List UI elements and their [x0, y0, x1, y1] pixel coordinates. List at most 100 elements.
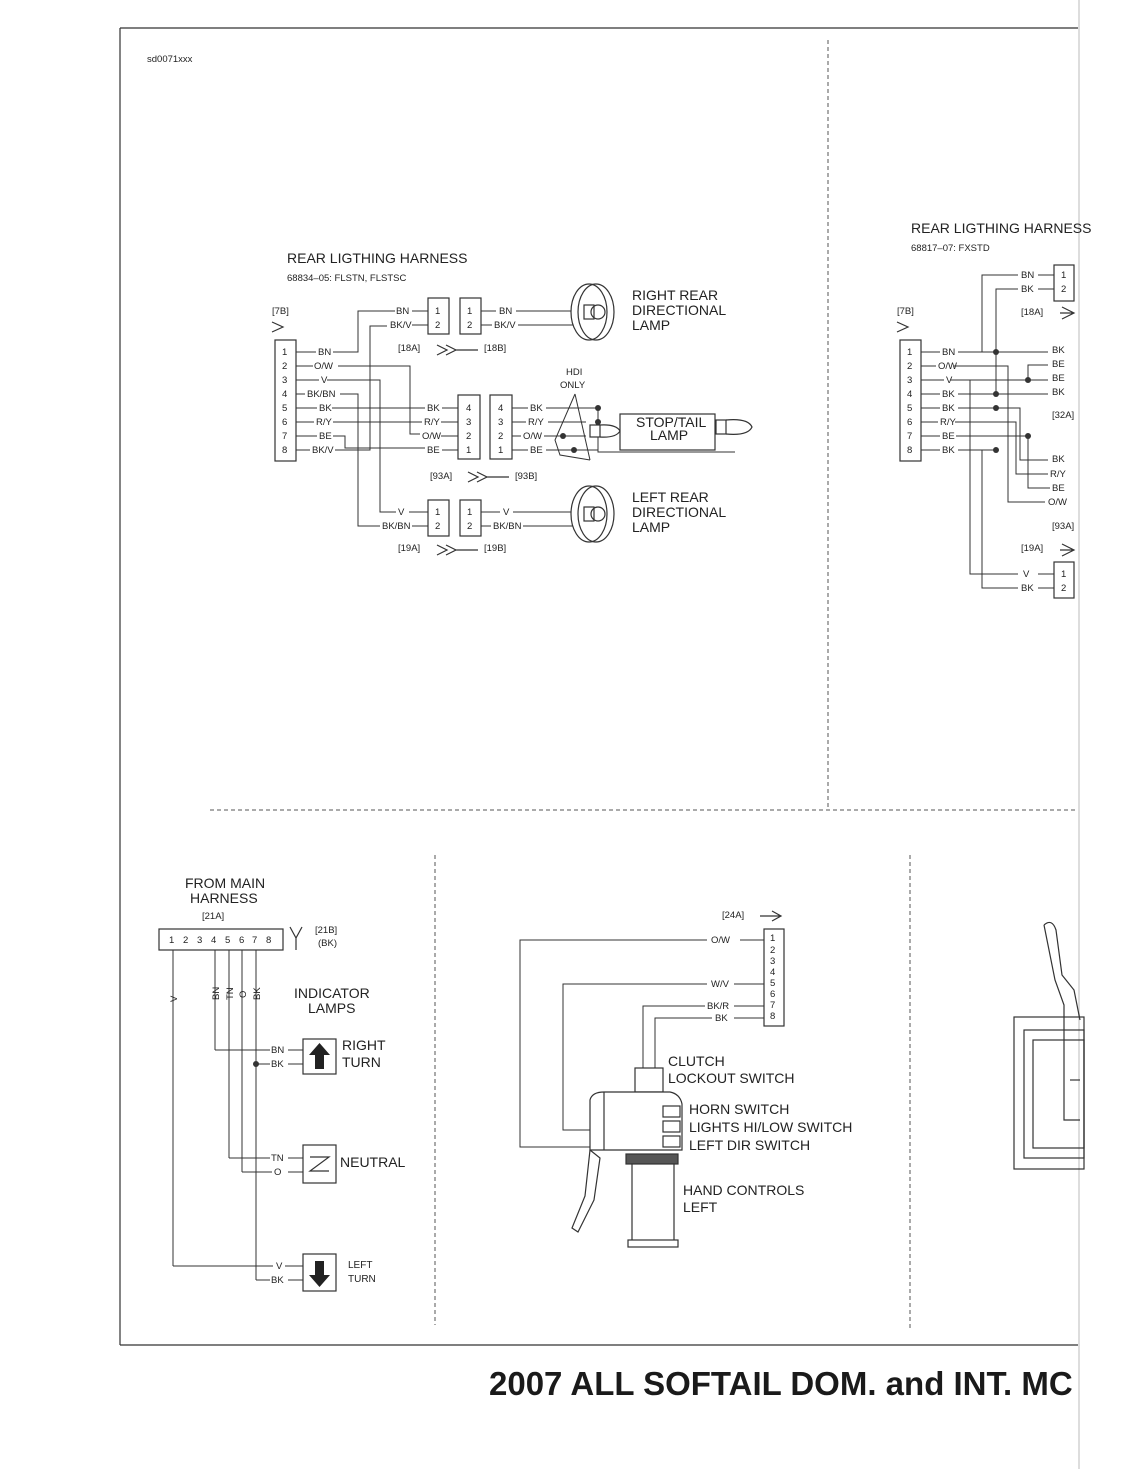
left-rear-directional-lamp	[570, 485, 615, 543]
wire-v-left-dir	[327, 379, 396, 513]
wire-color-label: BK	[1021, 583, 1034, 594]
connector-19a	[427, 499, 450, 537]
connector-7b-symbol	[271, 321, 285, 333]
mating-arrow-93	[467, 471, 509, 483]
indicator-lamps-label: INDICATOR	[294, 985, 370, 1001]
wire-color-label: R/Y	[528, 417, 545, 428]
connector-18a-fxstd	[1053, 264, 1075, 302]
splice-dot	[571, 447, 577, 453]
wire-color-label: BK	[942, 445, 955, 456]
hdi-label: ONLY	[560, 380, 586, 391]
connector-19b-label: [19B]	[484, 543, 506, 554]
pin-label: 1	[282, 347, 287, 358]
splice-dot	[993, 349, 999, 355]
splice-dot	[253, 1061, 259, 1067]
connector-24a	[763, 928, 785, 1027]
section-fxstd-harness: REAR LIGTHING HARNESS 68817–07: FXSTD [7…	[896, 220, 1091, 599]
pin-label: 8	[770, 1011, 775, 1022]
footer-title: 2007 ALL SOFTAIL DOM. and INT. MC	[489, 1365, 1073, 1402]
connector-93a-label: [93A]	[430, 471, 452, 482]
connector-93a	[457, 394, 481, 460]
wire-color-label: R/Y	[940, 417, 957, 428]
pin-label: 1	[770, 933, 775, 944]
splice-dot	[560, 433, 566, 439]
pin-label: 4	[282, 389, 287, 400]
wire-color-label: BN	[396, 306, 409, 317]
hdi-label: HDI	[566, 367, 582, 378]
pin-label: 4	[211, 935, 216, 946]
wire-color-label: V	[1023, 569, 1030, 580]
wire-color-label: BK/BN	[382, 521, 411, 532]
connector-93b-label: [93B]	[515, 471, 537, 482]
pin-label: 2	[498, 431, 503, 442]
connector-19a-fxstd	[1053, 561, 1075, 599]
pin-label: 1	[498, 445, 503, 456]
mating-arrow-19	[436, 544, 478, 556]
indicator-lamps-label: LAMPS	[308, 1000, 355, 1016]
connector-19a-label: [19A]	[1021, 543, 1043, 554]
pin-label: 1	[907, 347, 912, 358]
left-dir-switch-label: LEFT DIR SWITCH	[689, 1137, 810, 1153]
wire-fx-bn	[958, 274, 1018, 353]
pin-label: 5	[907, 403, 912, 414]
wire-fx-ry	[955, 421, 1048, 475]
connector-19b	[459, 499, 482, 537]
left-rear-lamp-label: DIRECTIONAL	[632, 504, 726, 520]
wire-color-label: BK/V	[494, 320, 516, 331]
clutch-switch-label: LOCKOUT SWITCH	[668, 1070, 795, 1086]
pin-label: 3	[282, 375, 287, 386]
connector-93b	[489, 394, 513, 460]
harness-part-fxstd: 68817–07: FXSTD	[911, 243, 990, 254]
wire-color-label: V	[169, 995, 180, 1002]
wire-color-label: V	[398, 507, 405, 518]
stop-tail-bulb-icon	[715, 419, 753, 435]
pin-label: 2	[466, 431, 471, 442]
pin-label: 3	[770, 956, 775, 967]
connector-7b-label: [7B]	[897, 306, 914, 317]
right-rear-lamp-label: LAMP	[632, 317, 670, 333]
wire-color-label: O/W	[314, 361, 333, 372]
wire-color-label: V	[321, 375, 328, 386]
clutch-switch-label: CLUTCH	[668, 1053, 725, 1069]
left-turn-label: TURN	[348, 1274, 376, 1285]
pin-label: 4	[498, 403, 503, 414]
wire-bn-right-dir	[333, 310, 395, 353]
pin-label: 1	[1061, 569, 1066, 580]
wire-fx-bk	[958, 407, 1048, 461]
pin-label: 6	[282, 417, 287, 428]
wire-color-label: BE	[530, 445, 543, 456]
wire-color-label: R/Y	[424, 417, 441, 428]
connector-21b-label: [21B]	[315, 925, 337, 936]
wire-color-label: O	[238, 991, 249, 998]
connector-32a-label: [32A]	[1052, 410, 1074, 421]
section-hand-controls: [24A] 1 2 3 4 5 6 7 8 O/W W/V BK/R BK	[519, 910, 852, 1248]
pin-label: 8	[282, 445, 287, 456]
pin-label: 8	[266, 935, 271, 946]
pin-label: 5	[225, 935, 230, 946]
wire-color-label: TN	[271, 1153, 284, 1164]
connector-24a-arrow	[760, 910, 783, 922]
wire-hc-bkr	[642, 1005, 705, 1068]
harness-title-flstn: REAR LIGTHING HARNESS	[287, 250, 467, 266]
harness-title-fxstd: REAR LIGTHING HARNESS	[911, 220, 1091, 236]
right-rear-lamp-label: DIRECTIONAL	[632, 302, 726, 318]
wire-color-label: BE	[1052, 373, 1065, 384]
wire-color-label: O/W	[938, 361, 957, 372]
left-rear-lamp-label: LEFT REAR	[632, 489, 709, 505]
pin-label: 3	[498, 417, 503, 428]
neutral-n-icon	[308, 1156, 331, 1172]
pin-label: 2	[907, 361, 912, 372]
wire-color-label: V	[946, 375, 953, 386]
wire-color-label: W/V	[711, 979, 730, 990]
hdi-bracket	[574, 393, 591, 461]
splice-dot	[993, 447, 999, 453]
section-cutoff-graphic	[1013, 921, 1085, 1170]
splice-dot	[1025, 433, 1031, 439]
wire-color-label: BK	[427, 403, 440, 414]
wire-color-label: R/Y	[1050, 469, 1067, 480]
pin-label: 2	[1061, 284, 1066, 295]
pin-label: 7	[282, 431, 287, 442]
wire-fx-bk2	[958, 449, 1018, 589]
wire-color-label: BK/R	[707, 1001, 729, 1012]
wire-color-label: BK	[715, 1013, 728, 1024]
